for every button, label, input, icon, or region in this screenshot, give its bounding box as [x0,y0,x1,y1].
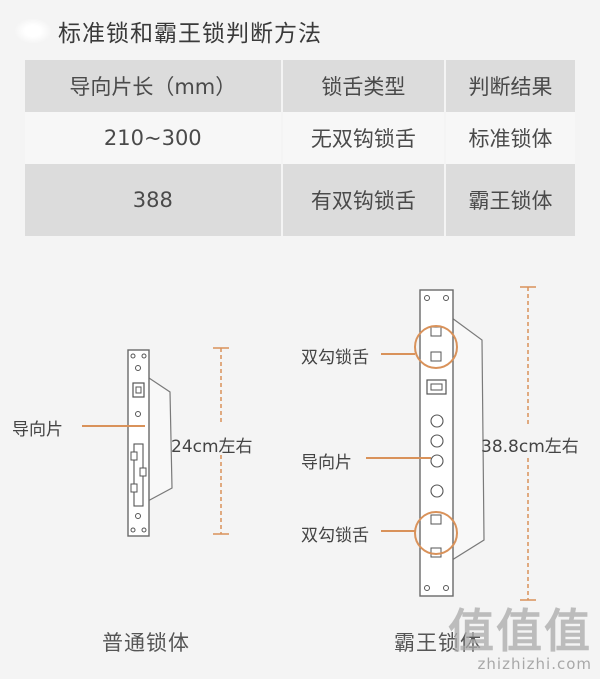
title-bullet-mark [14,18,52,44]
watermark-logo: 值值值 [448,604,592,658]
bottom-hook-highlight [414,511,458,555]
header-result: 判断结果 [468,75,553,99]
table-row: 210~300 无双钩锁舌 标准锁体 [25,112,575,164]
header-guide-length: 导向片长（mm） [25,60,283,112]
standard-lock-caption: 普通锁体 [102,631,190,655]
cell-bolt-type: 无双钩锁舌 [281,112,447,164]
overlord-length-dimension [520,286,536,601]
cell-guide-length: 388 [25,164,283,236]
overlord-lock-caption: 霸王锁体 [394,631,482,655]
cell-bolt-type: 有双钩锁舌 [281,164,447,236]
cell-result: 霸王锁体 [468,189,553,213]
standard-guide-label: 导向片 [12,420,63,440]
top-hook-label: 双勾锁舌 [301,348,369,368]
overlord-length-label: 38.8cm左右 [481,437,579,457]
watermark-url: zhizhizhi.com [477,655,592,673]
header-bolt-type: 锁舌类型 [281,60,447,112]
overlord-lock-body [419,289,485,597]
site-watermark: 值值值 zhizhizhi.com [448,607,592,673]
standard-length-label: 24cm左右 [171,437,253,457]
table-row: 388 有双钩锁舌 霸王锁体 [25,164,575,236]
comparison-table: 导向片长（mm） 锁舌类型 判断结果 210~300 无双钩锁舌 标准锁体 38… [25,60,575,236]
page-title: 标准锁和霸王锁判断方法 [58,21,322,47]
cell-guide-length: 210~300 [25,112,283,164]
top-hook-highlight [414,325,458,369]
cell-result: 标准锁体 [468,127,553,151]
standard-length-dimension [213,347,229,535]
standard-lock-body [127,349,173,537]
bottom-hook-label: 双勾锁舌 [301,526,369,546]
overlord-guide-label: 导向片 [301,453,352,473]
table-header-row: 导向片长（mm） 锁舌类型 判断结果 [25,60,575,112]
